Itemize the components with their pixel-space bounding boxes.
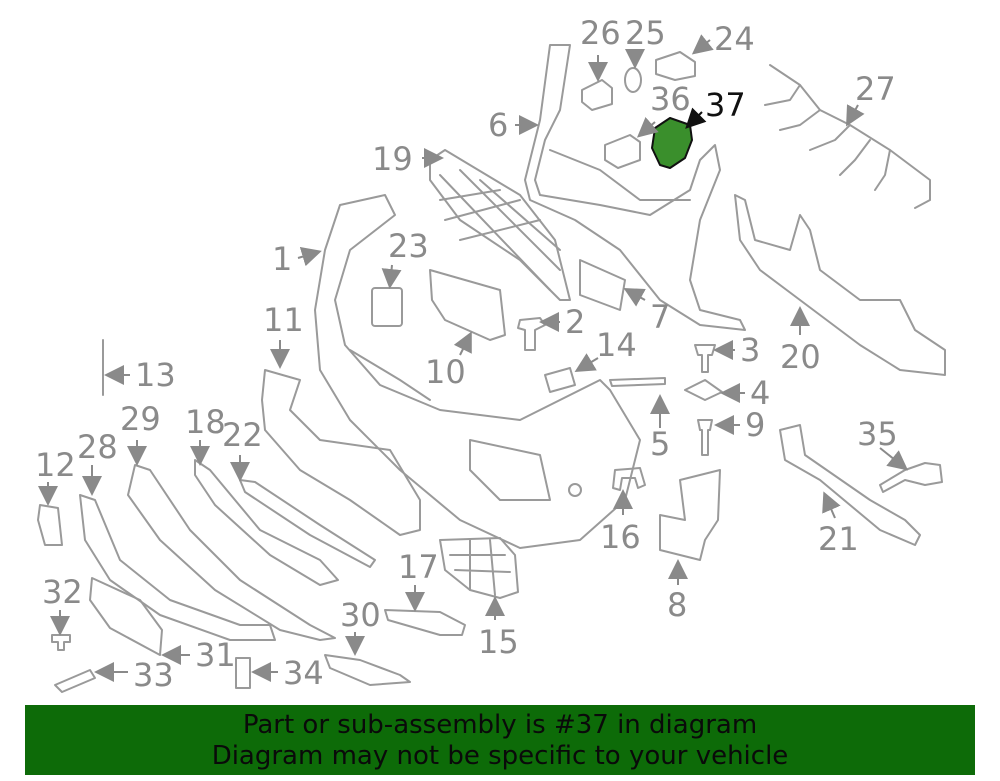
part-2-clip: [517, 317, 546, 351]
callout-9[interactable]: 9: [745, 406, 765, 444]
part-8-bracket: [659, 469, 721, 561]
part-17-trim: [384, 609, 466, 636]
callout-7[interactable]: 7: [650, 298, 670, 336]
part-25-ring: [624, 67, 642, 93]
part-31-plate-bracket: [89, 577, 163, 656]
part-14-cap: [544, 367, 576, 393]
part-24-sensor: [655, 51, 696, 81]
callout-30[interactable]: 30: [340, 596, 381, 634]
part-19-grille-mesh: [429, 149, 571, 301]
callout-33[interactable]: 33: [133, 656, 174, 694]
part-37-sensor-bracket[interactable]: [651, 117, 693, 169]
callout-20[interactable]: 20: [780, 338, 821, 376]
part-6-upper-carrier: [524, 44, 746, 331]
part-26-sensor: [581, 79, 613, 111]
callout-37[interactable]: 37: [705, 86, 746, 124]
callout-21[interactable]: 21: [818, 520, 859, 558]
callout-36[interactable]: 36: [650, 80, 691, 118]
callout-31[interactable]: 31: [195, 636, 236, 674]
part-28-trim: [79, 494, 276, 641]
part-3-bolt: [694, 344, 716, 373]
part-7-plate: [579, 259, 626, 311]
callout-28[interactable]: 28: [77, 428, 118, 466]
part-22-strip: [239, 479, 376, 568]
part-23-bracket: [371, 287, 403, 327]
part-5-strip: [609, 377, 666, 387]
parts-diagram: 1 2 3 4 5 6 7 8 9 10 11 12 13 14 15 16 1…: [35, 14, 946, 694]
part-9-screw: [697, 419, 713, 456]
callout-26[interactable]: 26: [580, 14, 621, 52]
callout-22[interactable]: 22: [222, 416, 263, 454]
part-11-impact-absorber: [261, 369, 421, 536]
callout-19[interactable]: 19: [372, 140, 413, 178]
banner-line-2: Diagram may not be specific to your vehi…: [211, 741, 789, 771]
callout-2[interactable]: 2: [565, 303, 585, 341]
part-32-screw: [51, 634, 71, 651]
callout-12[interactable]: 12: [35, 446, 76, 484]
callout-29[interactable]: 29: [120, 400, 161, 438]
part-21-bracket: [779, 424, 921, 546]
part-12-bracket: [37, 504, 63, 546]
callout-5[interactable]: 5: [650, 425, 670, 463]
callout-3[interactable]: 3: [740, 331, 760, 369]
part-34-nut: [235, 657, 251, 689]
banner-line-1: Part or sub-assembly is #37 in diagram: [242, 710, 758, 740]
callout-34[interactable]: 34: [283, 654, 324, 692]
callout-35[interactable]: 35: [857, 415, 898, 453]
part-20-reinforcement: [734, 194, 946, 376]
info-banner: Part or sub-assembly is #37 in diagram D…: [25, 705, 975, 775]
callout-1[interactable]: 1: [272, 240, 292, 278]
callout-23[interactable]: 23: [388, 227, 429, 265]
callout-10[interactable]: 10: [425, 353, 466, 391]
part-27-wiring-harness: [764, 64, 931, 209]
callout-25[interactable]: 25: [625, 14, 666, 52]
part-4-nut: [684, 379, 723, 401]
callout-14[interactable]: 14: [596, 326, 637, 364]
part-35-sensor: [879, 462, 943, 493]
callout-8[interactable]: 8: [667, 586, 687, 624]
part-16-clip: [612, 467, 646, 491]
callout-27[interactable]: 27: [855, 70, 896, 108]
callout-4[interactable]: 4: [750, 374, 770, 412]
callout-32[interactable]: 32: [42, 573, 83, 611]
part-1-bumper-cover: [314, 194, 641, 549]
callout-13[interactable]: 13: [135, 356, 176, 394]
part-36-sensor: [604, 134, 641, 169]
callout-labels: 1 2 3 4 5 6 7 8 9 10 11 12 13 14 15 16 1…: [35, 14, 898, 694]
callout-24[interactable]: 24: [714, 20, 755, 58]
callout-11[interactable]: 11: [263, 301, 304, 339]
callout-6[interactable]: 6: [488, 106, 508, 144]
part-33-bolt: [54, 669, 96, 693]
leader-lines: [38, 34, 909, 682]
callout-16[interactable]: 16: [600, 518, 641, 556]
part-30-trim: [324, 654, 411, 686]
part-10-insert: [429, 269, 506, 341]
callout-15[interactable]: 15: [478, 623, 519, 661]
part-29-spoiler: [127, 464, 336, 641]
callout-18[interactable]: 18: [185, 403, 226, 441]
part-18-strip: [194, 459, 339, 586]
callout-17[interactable]: 17: [398, 548, 439, 586]
part-15-lower-grille: [439, 537, 519, 599]
